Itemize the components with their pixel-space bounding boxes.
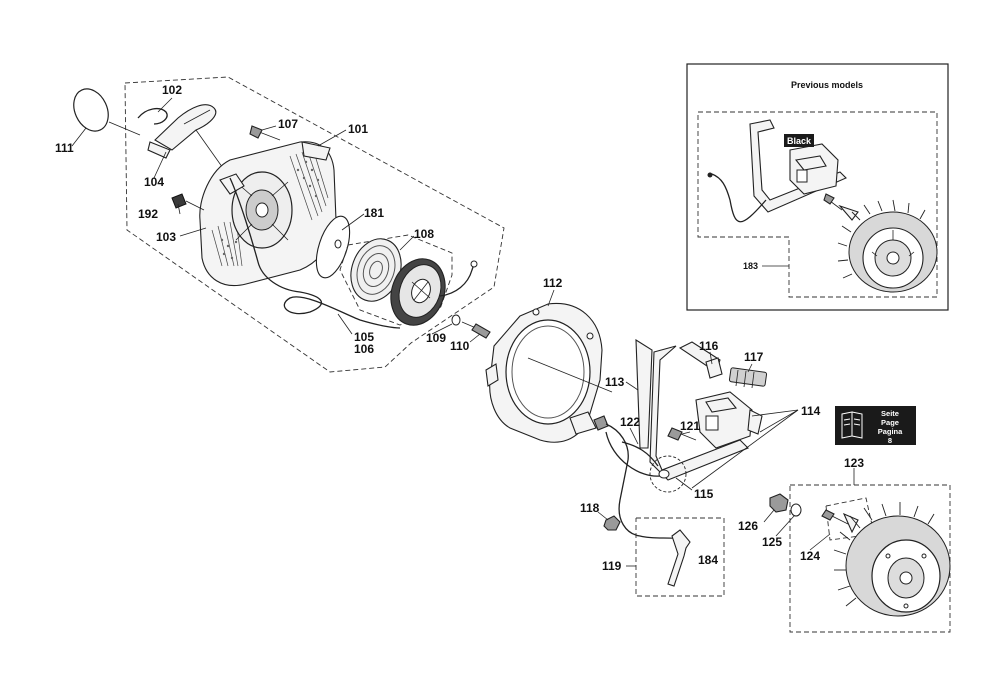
starter-rope-105 xyxy=(229,177,401,329)
label-106: 106 xyxy=(354,342,374,356)
page-ref-line2: Page xyxy=(881,418,899,427)
black-tag xyxy=(784,134,814,147)
label-114: 114 xyxy=(801,404,821,418)
nut-118 xyxy=(603,515,621,531)
label-105: 105 xyxy=(354,330,374,344)
black-tag-text: Black xyxy=(787,136,812,146)
spark-plug-117 xyxy=(728,367,768,389)
flywheel-123 xyxy=(833,502,951,617)
rope-rotor xyxy=(390,258,446,326)
washer-109 xyxy=(451,314,461,326)
label-184: 184 xyxy=(698,553,718,567)
page-ref-line4: 8 xyxy=(888,436,892,445)
connector-122 xyxy=(569,411,597,435)
inset-flywheel xyxy=(837,199,938,293)
part-labels: 111 102 104 192 103 107 101 181 108 105 … xyxy=(55,83,864,573)
label-110: 110 xyxy=(450,339,470,353)
label-181: 181 xyxy=(364,206,384,220)
label-126: 126 xyxy=(738,519,758,533)
clip-102 xyxy=(137,107,168,125)
label-111: 111 xyxy=(55,141,74,155)
leader-lines xyxy=(71,97,855,567)
label-115: 115 xyxy=(694,487,714,501)
label-124: 124 xyxy=(800,549,820,563)
label-125: 125 xyxy=(762,535,782,549)
label-102: 102 xyxy=(162,83,182,97)
page-ref-line3: Pagina xyxy=(878,427,903,436)
label-113: 113 xyxy=(605,375,625,389)
page-ref-line1: Seite xyxy=(881,409,899,418)
label-112: 112 xyxy=(543,276,563,290)
fan-shroud-112 xyxy=(485,302,613,443)
label-101: 101 xyxy=(348,122,368,136)
label-109: 109 xyxy=(426,331,446,345)
screw-121 xyxy=(667,427,683,441)
label-116: 116 xyxy=(699,339,719,353)
inset-ignition-module xyxy=(789,143,839,195)
label-119: 119 xyxy=(602,559,622,573)
label-107: 107 xyxy=(278,117,298,131)
previous-models-inset: Previous models Black xyxy=(686,63,949,311)
nut-126 xyxy=(769,493,789,513)
label-108: 108 xyxy=(414,227,434,241)
label-103: 103 xyxy=(156,230,176,244)
contact-184 xyxy=(667,529,691,587)
starter-assembly xyxy=(73,76,505,373)
screw-107 xyxy=(249,125,263,139)
inset-title: Previous models xyxy=(791,80,863,90)
label-122: 122 xyxy=(620,415,640,429)
label-192: 192 xyxy=(138,207,158,221)
washer-125 xyxy=(790,503,802,517)
starter-handle-104 xyxy=(147,104,217,159)
label-123: 123 xyxy=(844,456,864,470)
boot-116 xyxy=(705,357,723,379)
ignition-module-114 xyxy=(695,391,763,449)
page-reference-badge[interactable]: Seite Page Pagina 8 xyxy=(835,406,916,445)
fan-housing-103 xyxy=(199,141,337,286)
book-icon xyxy=(841,411,863,439)
label-117: 117 xyxy=(744,350,764,364)
recoil-spring-108 xyxy=(350,238,402,302)
label-118: 118 xyxy=(580,501,600,515)
label-183: 183 xyxy=(743,261,758,271)
screw-110 xyxy=(471,323,491,339)
label-104: 104 xyxy=(144,175,164,189)
screw-192 xyxy=(171,193,187,209)
flywheel-assembly xyxy=(769,484,951,633)
inset-bracket xyxy=(749,119,847,213)
ring-111 xyxy=(73,88,109,132)
label-121: 121 xyxy=(680,419,700,433)
